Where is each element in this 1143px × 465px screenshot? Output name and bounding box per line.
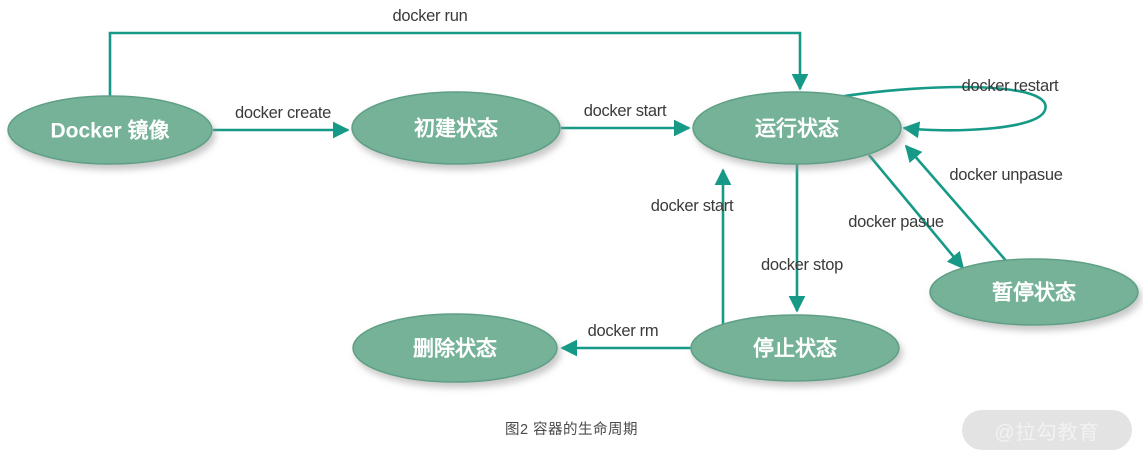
edge-layer — [108, 31, 1047, 357]
node-label-created: 初建状态 — [414, 117, 498, 141]
edge-label-layer: docker run docker create docker start do… — [235, 7, 1063, 340]
edge-label-pause: docker pasue — [848, 213, 944, 231]
node-shape-removed — [352, 313, 558, 383]
node-shape-docker-image — [7, 95, 213, 165]
node-shape-created — [351, 91, 561, 165]
node-created[interactable]: 初建状态 — [351, 91, 561, 165]
figure-caption: 图2 容器的生命周期 — [504, 422, 639, 438]
node-shape-running — [692, 91, 902, 165]
node-label-stopped: 停止状态 — [753, 337, 837, 361]
node-removed[interactable]: 删除状态 — [352, 313, 558, 383]
edge-label-restart: docker restart — [962, 77, 1059, 95]
node-label-paused: 暂停状态 — [992, 281, 1076, 305]
edge-label-run: docker run — [393, 7, 468, 25]
edge-label-unpause: docker unpasue — [949, 166, 1062, 184]
node-stopped[interactable]: 停止状态 — [690, 314, 900, 382]
edge-label-stop: docker stop — [761, 256, 843, 274]
node-shape-stopped — [690, 314, 900, 382]
node-label-removed: 删除状态 — [413, 337, 497, 361]
edge-label-create: docker create — [235, 104, 331, 122]
node-label-docker-image: Docker 镜像 — [50, 119, 170, 143]
node-running[interactable]: 运行状态 — [692, 91, 902, 165]
watermark-text: @拉勾教育 — [994, 421, 1100, 444]
edge-label-start-1: docker start — [584, 102, 667, 120]
node-docker-image[interactable]: Docker 镜像 — [7, 95, 213, 165]
edge-path-restart — [837, 85, 1047, 139]
edge-path-run — [108, 31, 809, 96]
node-shape-paused — [929, 258, 1139, 326]
edge-path-unpause — [904, 144, 1009, 264]
watermark-badge: @拉勾教育 — [962, 410, 1132, 450]
node-paused[interactable]: 暂停状态 — [929, 258, 1139, 326]
node-label-running: 运行状态 — [755, 117, 839, 141]
edge-label-rm: docker rm — [588, 322, 659, 340]
edge-label-start-2: docker start — [651, 197, 734, 215]
node-layer: Docker 镜像 初建状态 运行状态 暂停状态 停止状态 删除状态 — [7, 91, 1139, 383]
edge-path-pause — [868, 154, 965, 270]
